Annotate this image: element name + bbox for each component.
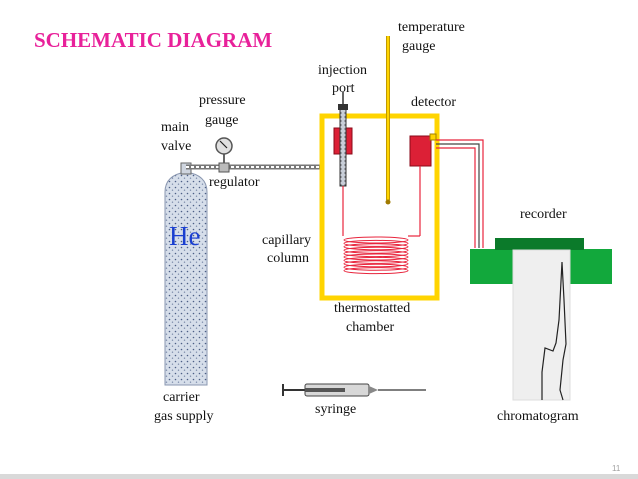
capillary-column-label-line1: capillary xyxy=(262,233,311,248)
column-coil-loop xyxy=(343,253,409,261)
recorder xyxy=(470,238,612,401)
capillary-column-label-line2: column xyxy=(267,251,309,266)
syringe-label: syringe xyxy=(315,402,356,417)
syringe xyxy=(282,383,426,397)
injection-port-label-line1: injection xyxy=(318,63,367,78)
pressure-gauge-dial xyxy=(215,137,233,155)
signal-wires xyxy=(436,139,484,248)
column-coil-loop xyxy=(343,239,409,247)
regulator-body xyxy=(218,162,230,173)
column-coil-loop xyxy=(343,243,409,251)
helium-cylinder: He xyxy=(164,162,208,386)
column-coil-loop xyxy=(343,250,409,258)
injection-port-label-line2: port xyxy=(332,81,355,96)
thermostatted-chamber-label-line2: chamber xyxy=(346,320,395,335)
column-coil-loop xyxy=(343,263,409,271)
column-coil-loop xyxy=(343,260,409,268)
carrier-gas-supply-label-line2: gas supply xyxy=(154,409,214,424)
detector-label: detector xyxy=(411,95,456,110)
pressure-gauge-label-line2: gauge xyxy=(205,113,238,128)
recorder-label: recorder xyxy=(520,207,567,222)
thermostatted-chamber-label-line1: thermostatted xyxy=(334,301,410,316)
detector xyxy=(409,133,437,167)
slide-number: 11 xyxy=(612,464,621,473)
slide-footer-bar xyxy=(0,474,638,479)
chromatogram-label: chromatogram xyxy=(497,409,579,424)
column-coil-loop xyxy=(343,246,409,254)
slide-title: SCHEMATIC DIAGRAM xyxy=(34,28,273,52)
temperature-gauge-label-line2: gauge xyxy=(402,39,435,54)
gas-line xyxy=(186,137,340,173)
main-valve-label-line1: main xyxy=(161,120,189,135)
pressure-gauge-label-line1: pressure xyxy=(199,93,246,108)
column-coil-loop xyxy=(343,256,409,264)
chromatogram-trace xyxy=(541,261,567,401)
carrier-gas-supply-label-line1: carrier xyxy=(163,390,200,405)
column-coil-loop xyxy=(343,236,409,244)
regulator-label: regulator xyxy=(209,175,260,190)
temperature-gauge-label-line1: temperature xyxy=(398,20,465,35)
capillary-column xyxy=(343,236,409,275)
column-coil-loop xyxy=(343,267,409,275)
main-valve-label-line2: valve xyxy=(161,139,191,154)
temperature-gauge xyxy=(385,36,391,205)
cylinder-gas-label: He xyxy=(169,221,200,251)
